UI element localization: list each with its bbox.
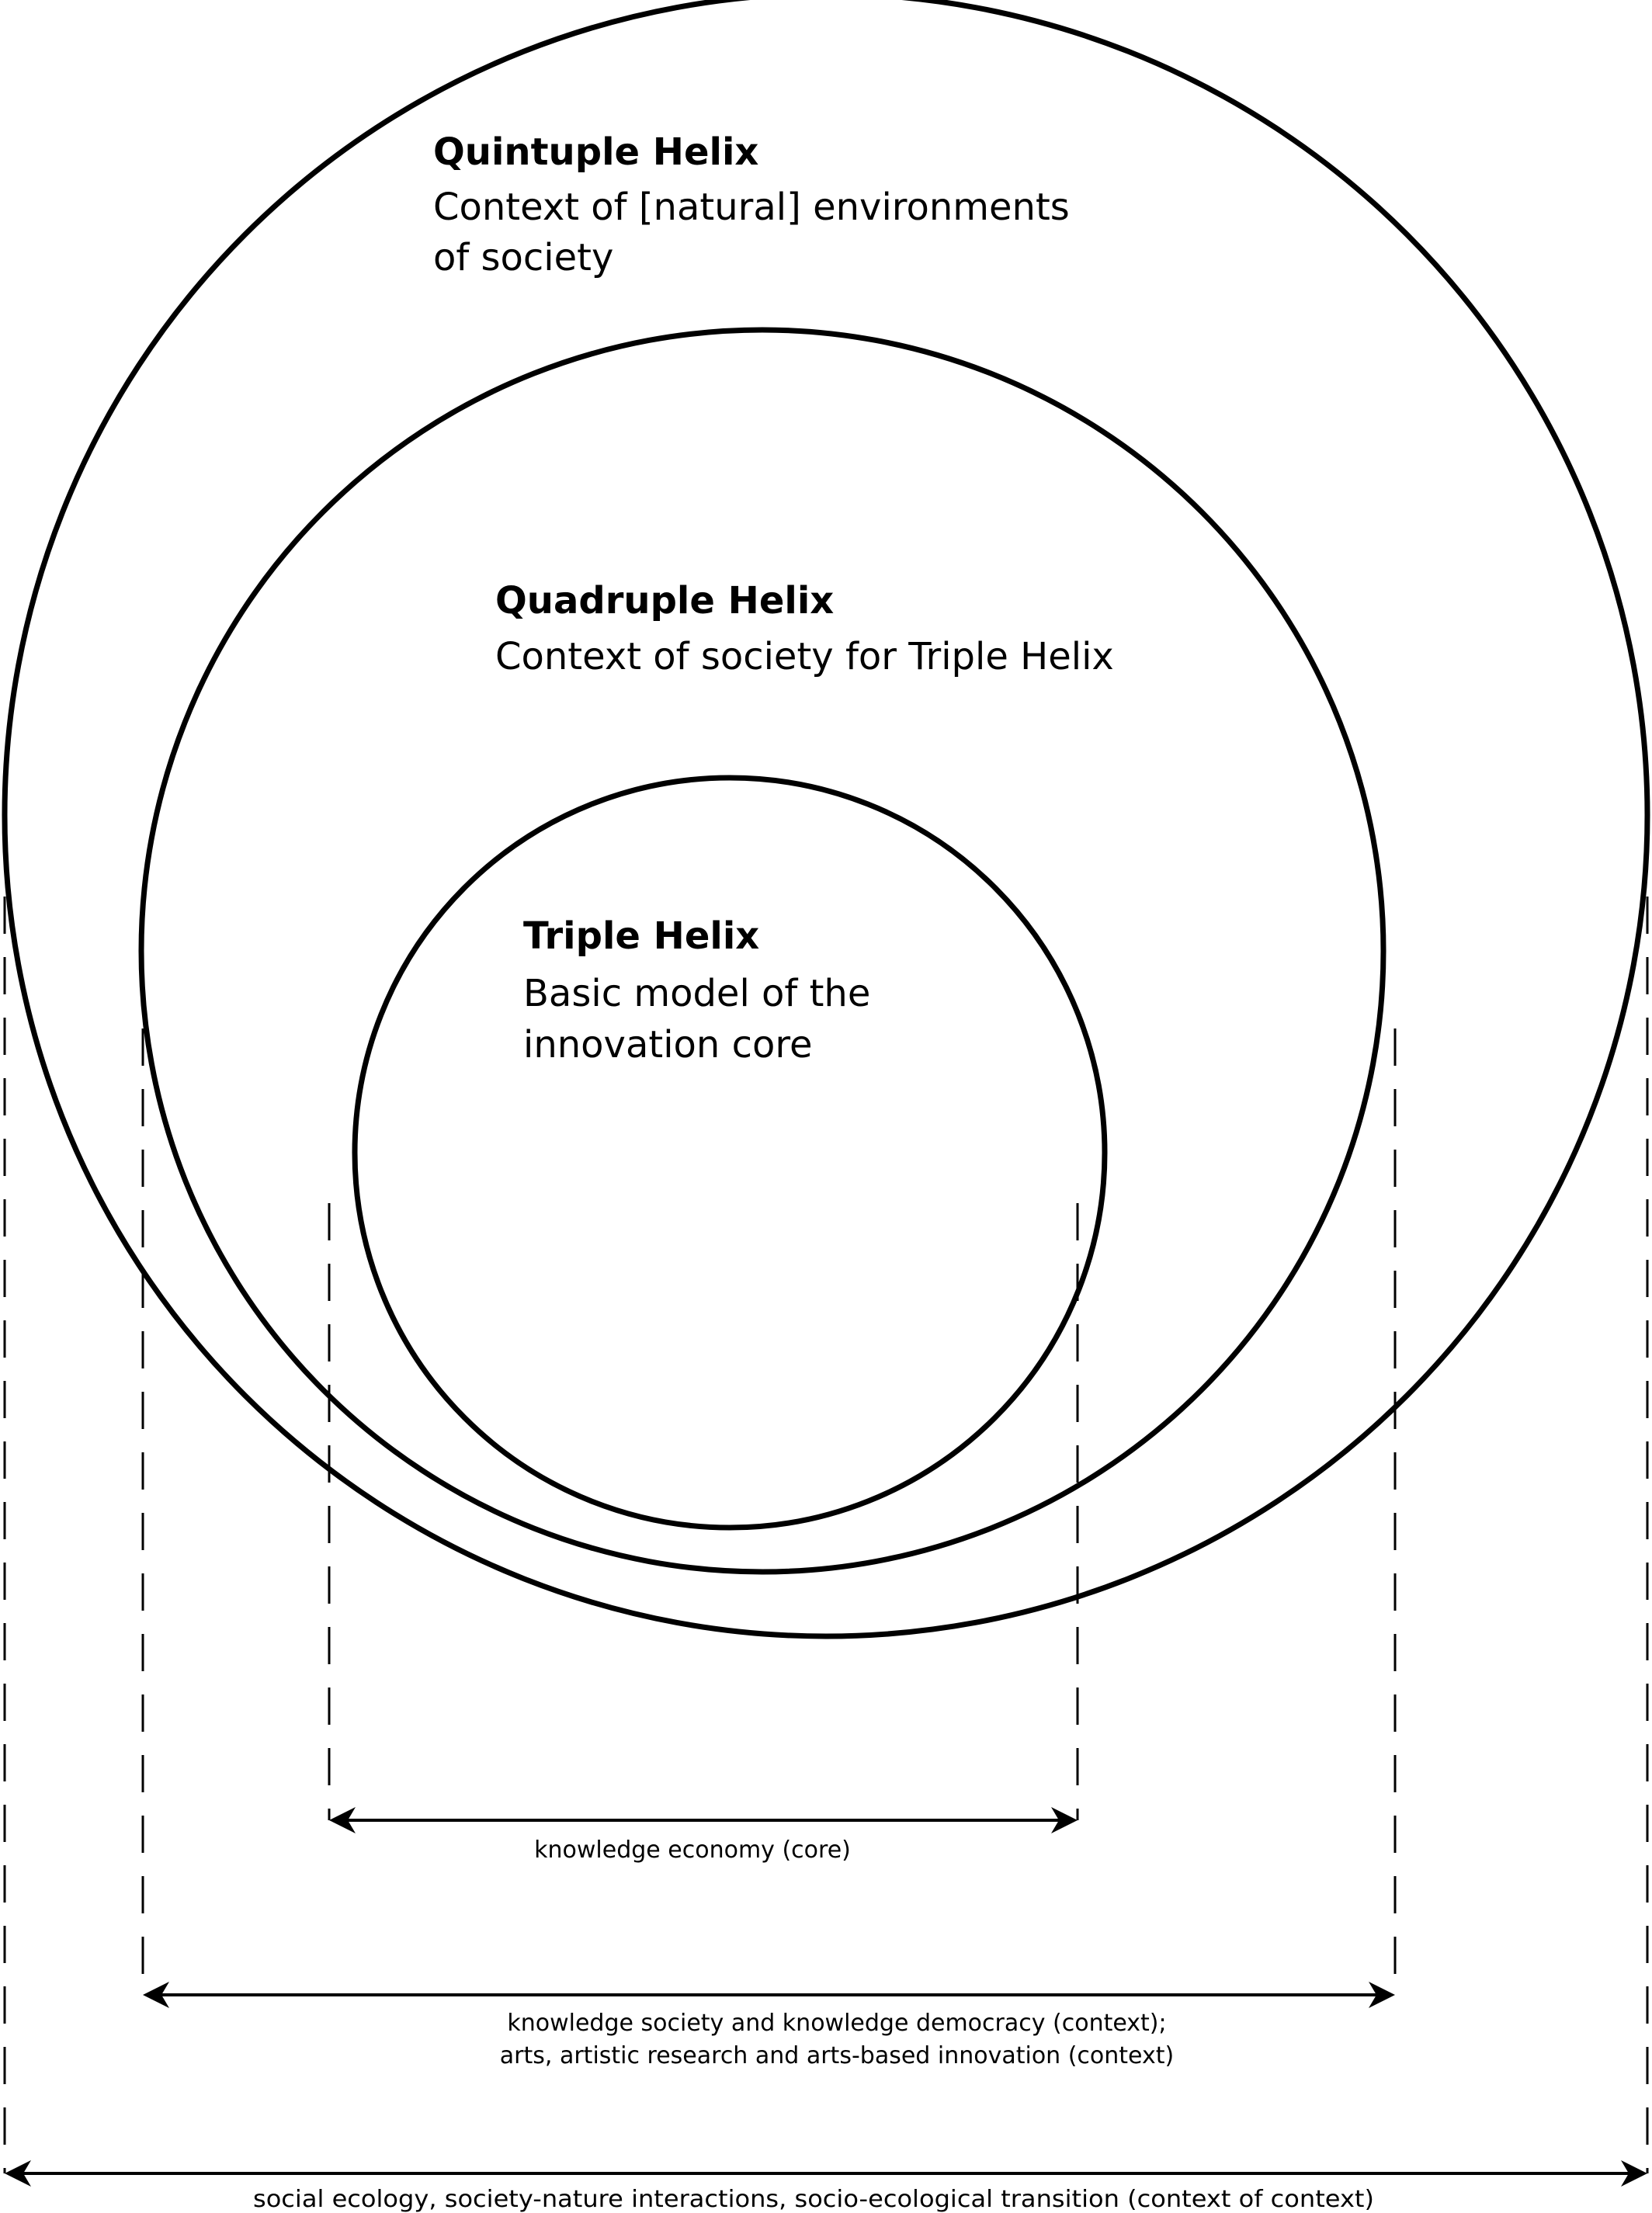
outer-arrow-left-head [5,2160,31,2187]
outer-arrow-right-head [1621,2160,1647,2187]
core-arrow-right-head [1051,1807,1078,1833]
quadruple-helix-title: Quadruple Helix [495,579,834,623]
quintuple-helix-description-line2: of society [433,236,613,279]
context-arrow-label-line1: knowledge society and knowledge democrac… [507,2010,1166,2037]
triple-helix-description-line1: Basic model of the [523,972,870,1015]
triple-helix-title: Triple Helix [523,914,759,958]
triple-helix-description-line2: innovation core [523,1023,813,1067]
triple-helix-circle [352,775,1108,1531]
quintuple-helix-description-line1: Context of [natural] environments [433,186,1070,229]
core-arrow-label: knowledge economy (core) [534,1837,851,1864]
context-arrow-right-head [1369,1982,1395,2008]
quintuple-helix-circle [2,0,1650,1639]
quadruple-helix-circle [138,327,1386,1575]
core-arrow-left-head [329,1807,356,1833]
quadruple-helix-description: Context of society for Triple Helix [495,635,1114,678]
context-arrow-left-head [143,1982,169,2008]
quintuple-helix-title: Quintuple Helix [433,130,758,174]
outer-arrow-label: social ecology, society-nature interacti… [253,2186,1374,2213]
context-arrow-label-line2: arts, artistic research and arts-based i… [500,2042,1174,2069]
